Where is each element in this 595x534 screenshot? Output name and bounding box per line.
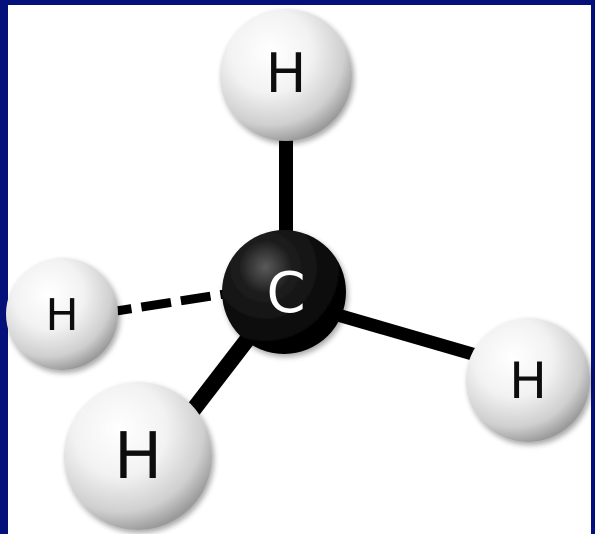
hydrogen-atom-left: H (6, 258, 118, 370)
hydrogen-atom-bottom: H (64, 382, 212, 530)
atom-label-h-top: H (266, 42, 307, 105)
hydrogen-atom-top: H (220, 9, 352, 141)
hydrogen-atom-right: H (466, 318, 590, 442)
atom-label-h-left: H (45, 290, 78, 341)
carbon-atom: C (222, 230, 346, 354)
atom-label-h-bottom: H (114, 420, 162, 494)
atom-label-h-right: H (509, 352, 547, 410)
atom-label-carbon: C (266, 261, 305, 326)
